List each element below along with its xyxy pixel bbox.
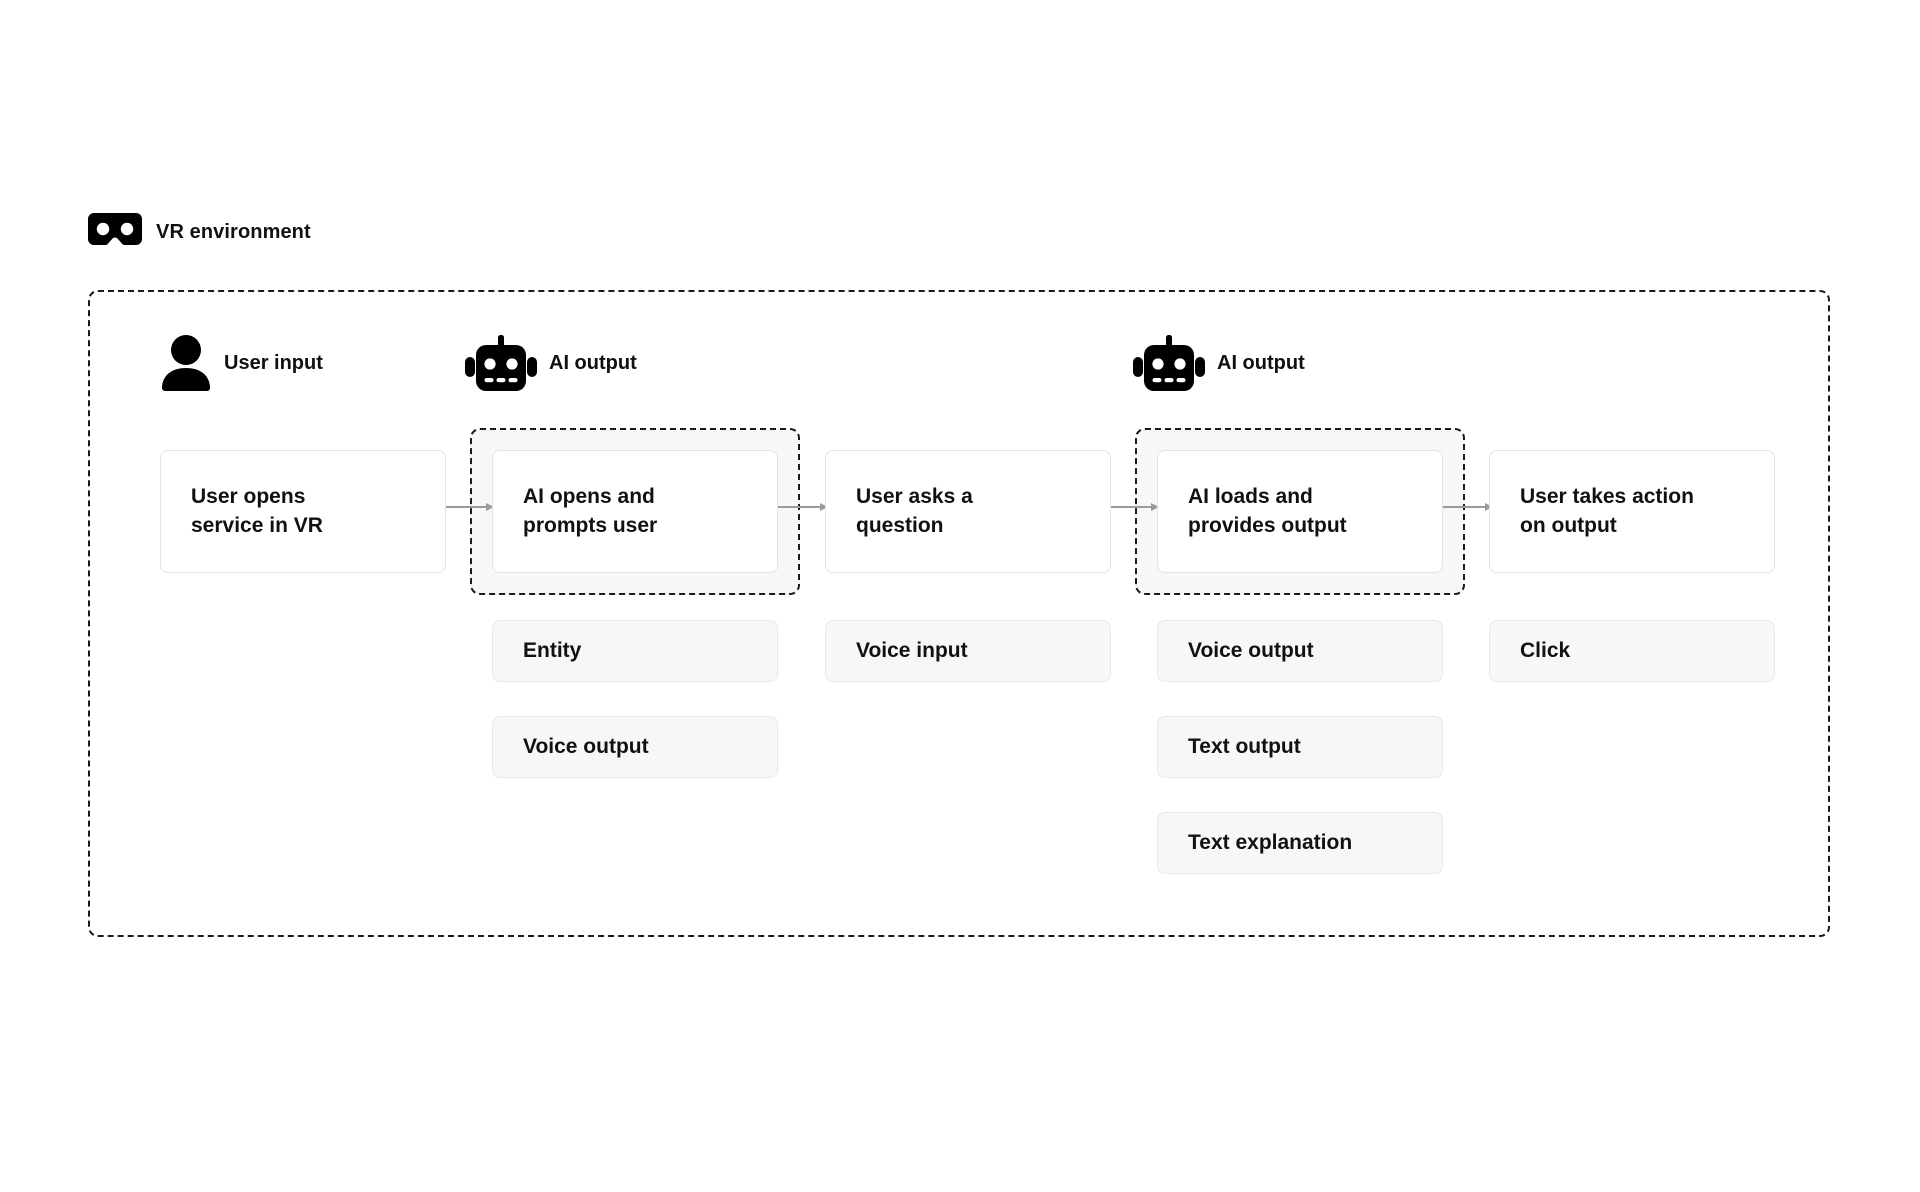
robot-icon	[1133, 335, 1205, 391]
actor-user-input: User input	[160, 335, 323, 391]
step-label: User takes action on output	[1520, 485, 1694, 537]
step-label: User opens service in VR	[191, 485, 323, 537]
actor-label-ai-output-2: AI output	[1217, 351, 1305, 374]
actor-ai-output-1: AI output	[465, 335, 637, 391]
actor-ai-output-2: AI output	[1133, 335, 1305, 391]
arrow-connector-2	[778, 500, 828, 512]
step-box-user-takes-action[interactable]: User takes action on output	[1489, 450, 1775, 573]
tag-chip-click[interactable]: Click	[1489, 620, 1775, 682]
vr-environment-text: VR environment	[156, 220, 311, 243]
step-box-ai-loads-provides[interactable]: AI loads and provides output	[1157, 450, 1443, 573]
tag-label: Click	[1520, 639, 1571, 662]
tag-chip-voice-input[interactable]: Voice input	[825, 620, 1111, 682]
step-box-user-opens-service[interactable]: User opens service in VR	[160, 450, 446, 573]
tag-label: Voice output	[523, 735, 649, 758]
tag-label: Text explanation	[1188, 831, 1353, 854]
step-box-ai-opens-prompts[interactable]: AI opens and prompts user	[492, 450, 778, 573]
tag-label: Voice output	[1188, 639, 1314, 662]
tag-label: Entity	[523, 639, 582, 662]
robot-icon	[465, 335, 537, 391]
actor-label-user-input: User input	[224, 351, 323, 374]
actor-label-ai-output-1: AI output	[549, 351, 637, 374]
step-label: AI opens and prompts user	[523, 485, 658, 537]
person-icon	[160, 335, 212, 391]
tag-chip-voice-output-2[interactable]: Voice output	[1157, 620, 1443, 682]
arrow-connector-1	[446, 500, 494, 512]
tag-chip-text-explanation[interactable]: Text explanation	[1157, 812, 1443, 874]
vr-environment-label: VR environment	[88, 213, 311, 251]
step-box-user-asks-question[interactable]: User asks a question	[825, 450, 1111, 573]
arrow-connector-4	[1443, 500, 1493, 512]
tag-chip-entity[interactable]: Entity	[492, 620, 778, 682]
step-label: User asks a question	[856, 485, 973, 537]
vr-headset-icon	[88, 213, 142, 251]
tag-label: Voice input	[856, 639, 968, 662]
tag-label: Text output	[1188, 735, 1301, 758]
tag-chip-text-output[interactable]: Text output	[1157, 716, 1443, 778]
step-label: AI loads and provides output	[1188, 485, 1347, 537]
tag-chip-voice-output-1[interactable]: Voice output	[492, 716, 778, 778]
arrow-connector-3	[1111, 500, 1159, 512]
vr-environment-container	[88, 290, 1830, 937]
